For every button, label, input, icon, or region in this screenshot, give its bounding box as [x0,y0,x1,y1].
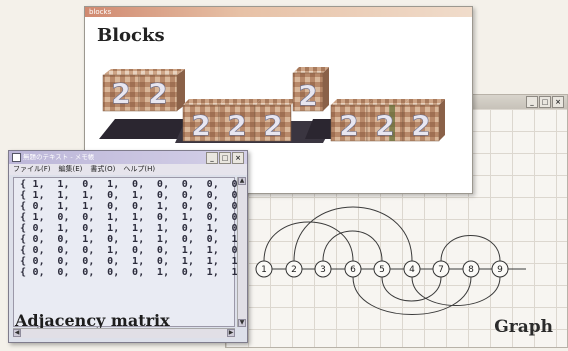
graph-node-label: 1 [261,265,267,275]
graph-node-label: 7 [438,265,444,275]
notepad-titlebar[interactable]: 無題のテキスト - メモ帳 _ □ × [9,151,247,164]
graph-edge [293,206,413,262]
block[interactable]: 2 [402,99,445,142]
blocks-window: blocks Blocks [84,6,473,194]
matrix-row: { 0, 0, 0, 0, 1, 0, 1, 1, 1} [20,256,244,267]
notepad-window: 無題のテキスト - メモ帳 _ □ × ファイル(F) 編集(E) 書式(O) … [8,150,248,343]
window-title: blocks [89,8,112,16]
block[interactable]: 2 [366,99,409,142]
maximize-button[interactable]: □ [219,152,231,164]
block[interactable]: 2 [330,99,373,142]
svg-text:2: 2 [227,109,246,142]
block[interactable]: 2 [138,69,185,112]
graph-node [491,260,509,278]
close-button[interactable]: × [232,152,244,164]
graph-edge [381,276,442,302]
scroll-down-arrow-icon[interactable]: ▼ [238,319,246,327]
matrix-row: { 0, 1, 1, 0, 0, 1, 0, 0, 0} [20,201,244,212]
graph-node [285,260,303,278]
graph-edge [411,276,501,306]
menu-format[interactable]: 書式(O) [90,165,116,173]
blocks-3d-scene[interactable]: 2 2 2 2 2 [85,47,472,193]
minimize-button[interactable]: _ [526,96,538,108]
matrix-row: { 0, 0, 1, 0, 1, 1, 0, 0, 1} [20,234,244,245]
menu-file[interactable]: ファイル(F) [13,165,51,173]
svg-text:2: 2 [339,109,358,142]
graph-node [403,260,421,278]
graph-node-label: 5 [379,265,385,275]
minimize-button[interactable]: _ [206,152,218,164]
close-button[interactable]: × [552,96,564,108]
graph-node [255,260,273,278]
graph-drawing: 1 2 3 6 5 4 7 8 9 [255,206,526,315]
graph-node-label: 3 [320,265,326,275]
scroll-left-arrow-icon[interactable]: ◀ [13,329,21,337]
maximize-button[interactable]: □ [539,96,551,108]
graph-node-label: 2 [291,265,297,275]
matrix-row: { 0, 1, 0, 1, 1, 1, 0, 1, 0} [20,223,244,234]
blocks-drawing: 2 2 2 2 2 [99,67,445,143]
block[interactable]: 2 [182,99,225,142]
graph-node [432,260,450,278]
shadow [99,119,193,139]
graph-node [373,260,391,278]
matrix-row: { 0, 0, 0, 1, 0, 0, 1, 1, 0} [20,245,244,256]
menu-bar: ファイル(F) 編集(E) 書式(O) ヘルプ(H) [9,164,247,175]
graph-node-label: 9 [497,265,503,275]
svg-text:2: 2 [111,77,130,110]
graph-edge [440,235,501,262]
svg-text:2: 2 [148,77,167,110]
svg-text:2: 2 [411,109,430,142]
scroll-up-arrow-icon[interactable]: ▲ [238,177,246,185]
matrix-row: { 1, 1, 0, 1, 0, 0, 0, 0, 0} [20,179,244,190]
graph-node [314,260,332,278]
graph-edge [352,276,472,315]
svg-text:2: 2 [263,109,282,142]
graph-edge [263,221,354,262]
menu-edit[interactable]: 編集(E) [58,165,83,173]
block[interactable]: 2 [254,99,297,142]
graph-caption: Graph [494,317,553,337]
graph-node-label: 4 [409,265,415,275]
graph-edge [322,230,383,262]
blocks-caption: Blocks [97,25,165,46]
matrix-caption: Adjacency matrix [15,311,170,330]
menu-help[interactable]: ヘルプ(H) [123,165,156,173]
horizontal-scrollbar[interactable]: ◀ ▶ [13,328,235,338]
svg-text:2: 2 [298,79,317,112]
blocks-titlebar[interactable]: blocks [85,7,472,17]
graph-node-label: 8 [468,265,474,275]
graph-node [344,260,362,278]
matrix-row: { 1, 1, 1, 0, 1, 0, 0, 0, 0} [20,190,244,201]
scroll-right-arrow-icon[interactable]: ▶ [227,329,235,337]
svg-text:2: 2 [191,109,210,142]
text-area[interactable]: { 1, 1, 0, 1, 0, 0, 0, 0, 0} { 1, 1, 1, … [13,177,244,327]
window-title: 無題のテキスト - メモ帳 [23,153,95,161]
matrix-row: { 0, 0, 0, 0, 0, 1, 0, 1, 1} [20,267,244,278]
block[interactable]: 2 [292,67,329,112]
matrix-row: { 1, 0, 0, 1, 1, 0, 1, 0, 0} [20,212,244,223]
notepad-icon [12,153,21,162]
vertical-scrollbar[interactable]: ▲ ▼ [237,177,247,327]
graph-node [462,260,480,278]
block[interactable]: 2 [218,99,261,142]
svg-text:2: 2 [375,109,394,142]
graph-node-label: 6 [350,265,356,275]
